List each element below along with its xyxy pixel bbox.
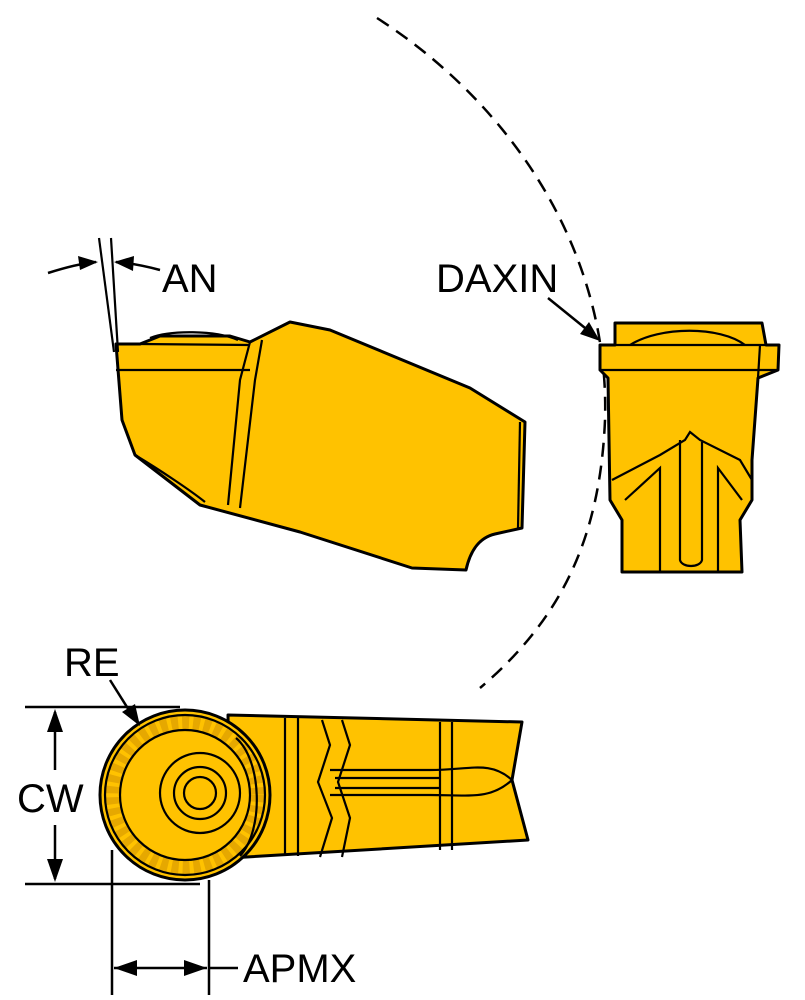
- re-leader: [108, 679, 140, 726]
- label-apmx: APMX: [243, 947, 356, 991]
- label-daxin: DAXIN: [436, 257, 558, 301]
- insert-top-view: [98, 708, 530, 882]
- serration-ring: [104, 714, 266, 876]
- an-vertical-reference: [97, 237, 116, 353]
- apmx-dimension: [110, 850, 238, 995]
- insert-front-view: [598, 321, 781, 574]
- an-clearance-line: [109, 237, 120, 353]
- insert-side-view: [47, 237, 527, 572]
- cw-dimension: [25, 705, 200, 886]
- label-re: RE: [64, 641, 120, 685]
- daxin-reference-arc: [376, 16, 607, 689]
- label-an: AN: [162, 257, 218, 301]
- daxin-leader: [547, 297, 600, 341]
- label-cw: CW: [17, 777, 84, 821]
